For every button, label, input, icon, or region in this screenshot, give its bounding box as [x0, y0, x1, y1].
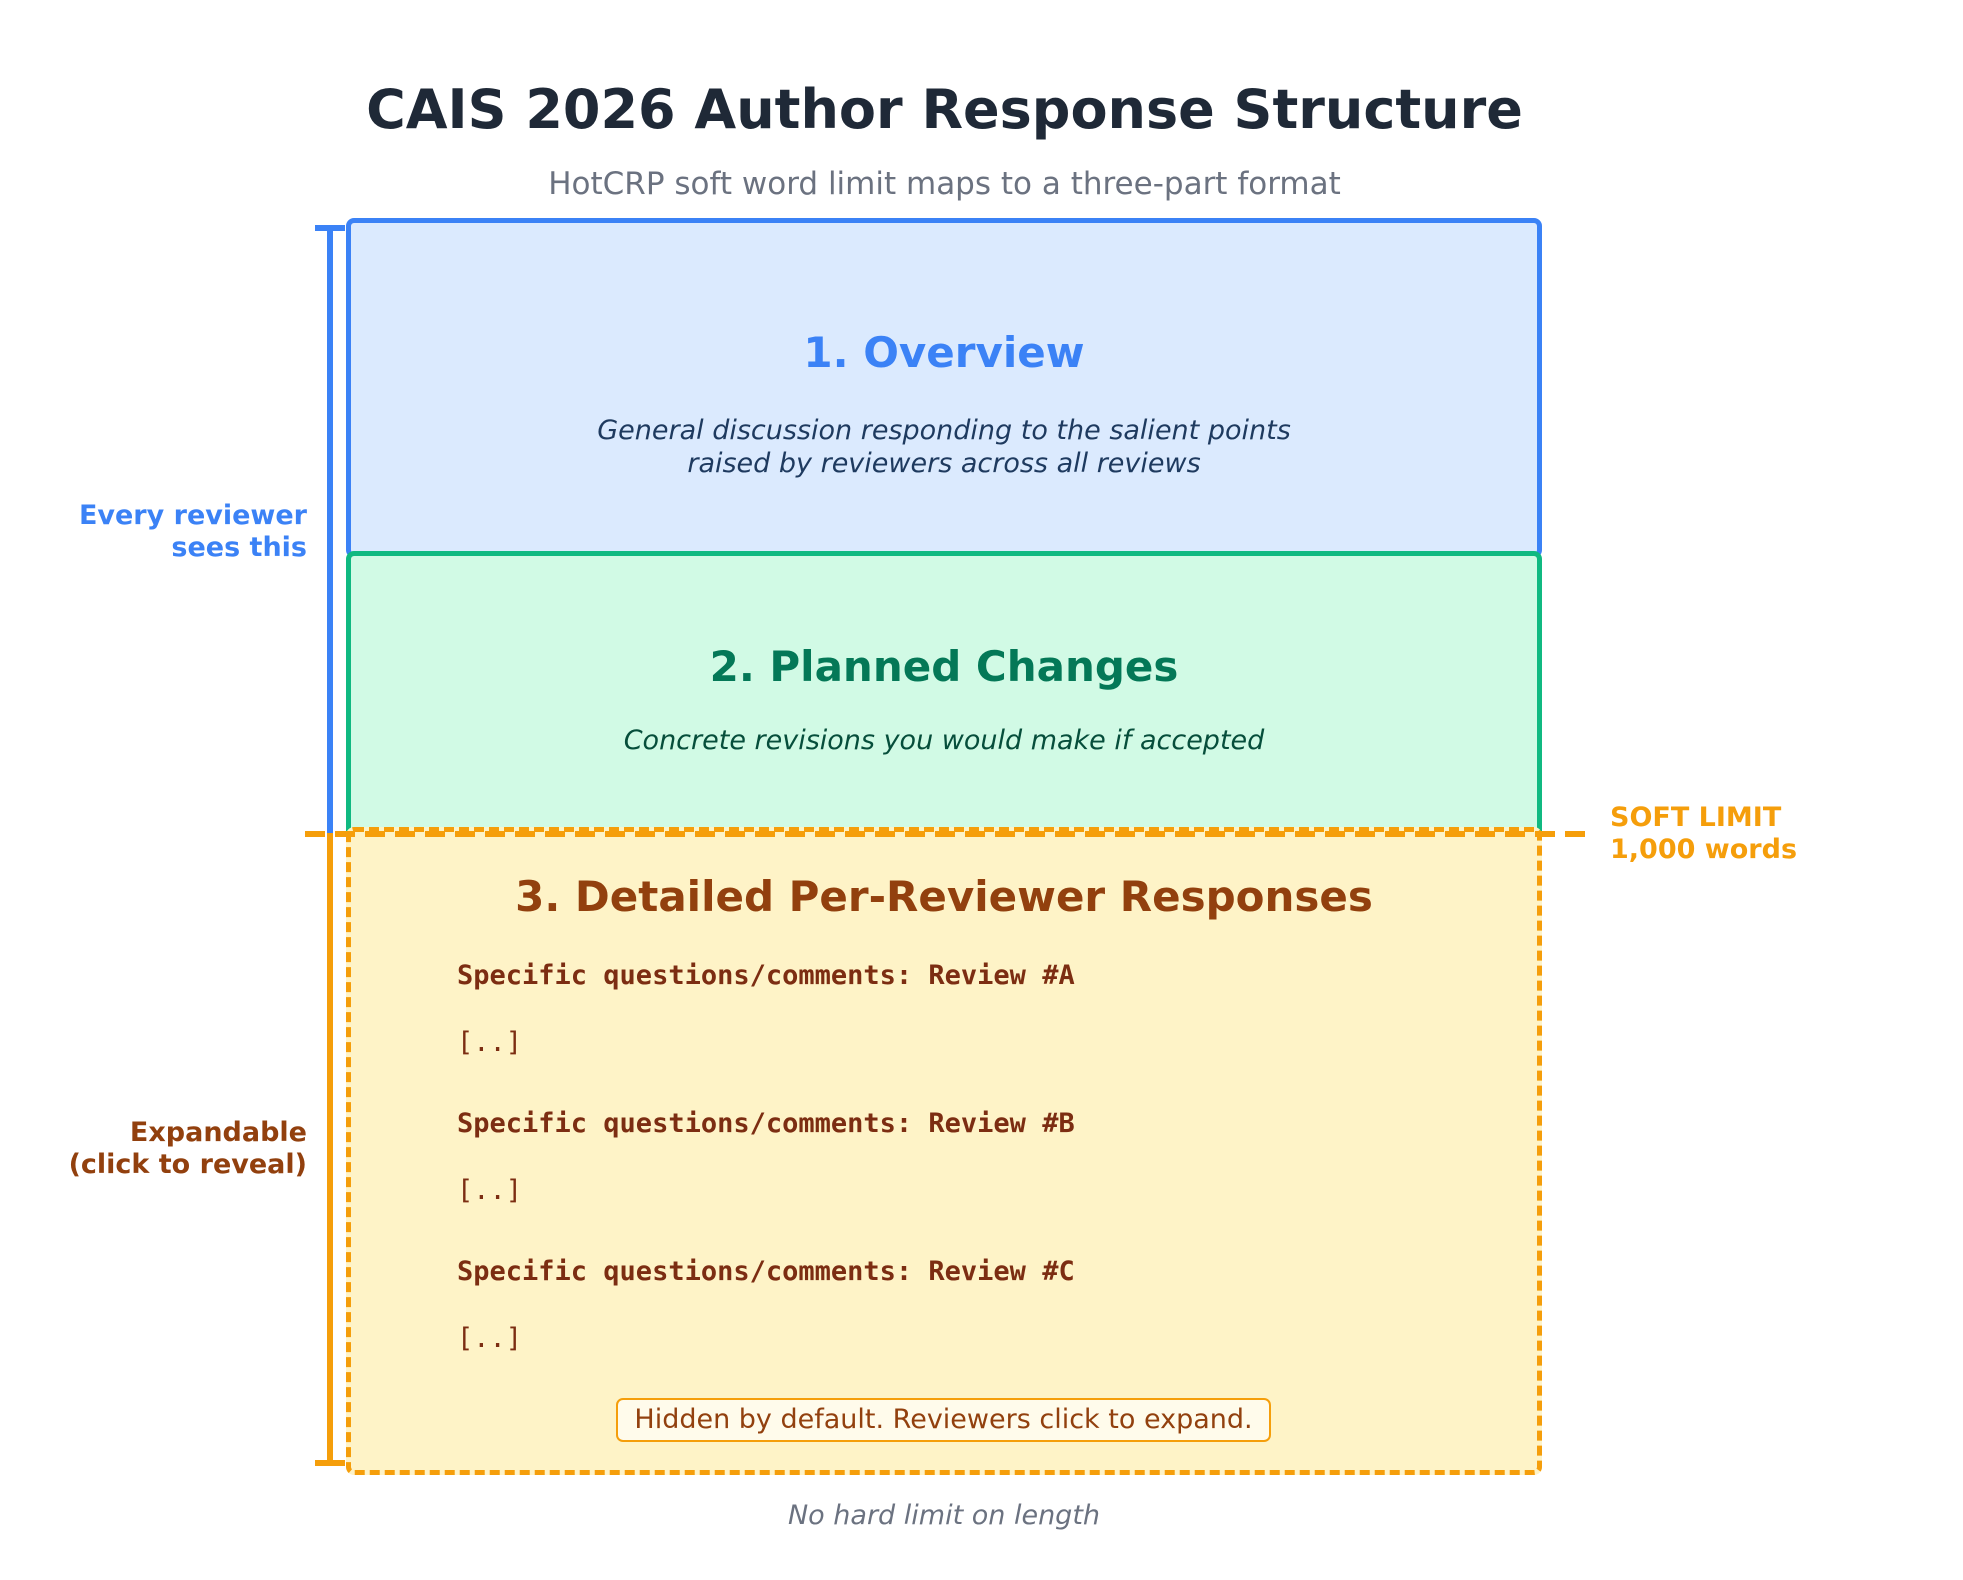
expandable-line1: Expandable — [129, 1117, 307, 1148]
detailed-responses-title: 3. Detailed Per-Reviewer Responses — [515, 872, 1373, 921]
visible-bracket-cap — [315, 225, 345, 231]
soft-limit-label: SOFT LIMIT 1,000 words — [1610, 802, 1797, 866]
expandable-line2: (click to reveal) — [68, 1149, 307, 1180]
hidden-by-default-note: Hidden by default. Reviewers click to ex… — [616, 1398, 1271, 1442]
visible-bracket — [327, 227, 333, 838]
overview-desc-line2: raised by reviewers across all reviews — [687, 448, 1201, 479]
soft-limit-line — [305, 831, 1585, 837]
planned-changes-box — [346, 551, 1542, 841]
review-c-label: Specific questions/comments: Review #C — [457, 1256, 1075, 1287]
review-b-placeholder: [..] — [457, 1175, 523, 1206]
every-reviewer-label: Every reviewer sees this — [79, 500, 307, 564]
overview-box — [346, 218, 1542, 558]
expandable-bracket — [327, 833, 333, 1465]
diagram-subtitle: HotCRP soft word limit maps to a three-p… — [548, 166, 1341, 202]
soft-limit-line1: SOFT LIMIT — [1610, 802, 1782, 833]
review-c-placeholder: [..] — [457, 1323, 523, 1354]
soft-limit-line2: 1,000 words — [1610, 834, 1798, 865]
expandable-bracket-cap — [315, 1460, 345, 1466]
review-a-label: Specific questions/comments: Review #A — [457, 960, 1075, 991]
overview-title: 1. Overview — [803, 328, 1085, 377]
every-reviewer-line1: Every reviewer — [78, 500, 307, 531]
overview-description: General discussion responding to the sal… — [346, 414, 1542, 480]
detailed-responses-box[interactable] — [346, 827, 1542, 1475]
every-reviewer-line2: sees this — [171, 532, 307, 563]
review-a-placeholder: [..] — [457, 1027, 523, 1058]
diagram-title: CAIS 2026 Author Response Structure — [366, 78, 1523, 141]
planned-changes-description: Concrete revisions you would make if acc… — [623, 725, 1265, 756]
expandable-label: Expandable (click to reveal) — [69, 1117, 307, 1181]
overview-desc-line1: General discussion responding to the sal… — [597, 415, 1291, 446]
planned-changes-title: 2. Planned Changes — [709, 642, 1179, 691]
review-b-label: Specific questions/comments: Review #B — [457, 1108, 1075, 1139]
no-hard-limit-note: No hard limit on length — [787, 1500, 1101, 1531]
